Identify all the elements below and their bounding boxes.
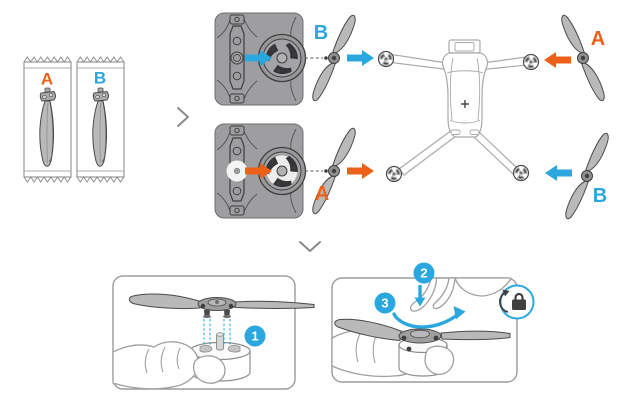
- motor-rear-right: [514, 166, 529, 182]
- pack-b-label: B: [93, 68, 107, 88]
- propeller-on-motor: [334, 318, 511, 344]
- step-1-badge: 1: [244, 325, 266, 347]
- chevron-down-icon: [299, 241, 321, 252]
- motor-closeup-unmarked: [214, 12, 307, 106]
- motor-front-right: [524, 55, 539, 71]
- motor-front-left: [379, 52, 394, 68]
- holding-hand: [112, 341, 226, 390]
- motor-mount-marked: [257, 146, 307, 196]
- front-right-arrow-orange: [544, 52, 571, 68]
- rear-left-arrow-orange: [347, 163, 374, 179]
- prop-b-rear-right-label: B: [592, 185, 608, 207]
- rotate-arrow: [392, 306, 466, 329]
- step-2-badge: 2: [413, 262, 435, 284]
- instruction-panel-lock: [331, 277, 535, 383]
- motor-closeup-marked: [214, 123, 307, 219]
- propeller-above-motor: [128, 293, 315, 319]
- drone-top-view: [379, 39, 539, 183]
- instruction-panel-align: [112, 275, 315, 390]
- motor-rear-left: [387, 167, 402, 183]
- pressing-hand: [409, 277, 512, 312]
- rear-right-arrow-blue: [545, 165, 572, 181]
- chevron-right-icon: [177, 107, 189, 127]
- pack-a-label: A: [40, 69, 54, 89]
- prop-a-front-right-label: A: [590, 28, 606, 50]
- step-3-badge: 3: [374, 292, 396, 314]
- alignment-dashes: [305, 57, 323, 172]
- press-down-arrow: [414, 285, 426, 307]
- front-left-arrow-blue: [347, 50, 374, 66]
- lock-icon: [499, 284, 535, 320]
- prop-a-rear-left-label: A: [314, 183, 330, 205]
- prop-b-front-left-label: B: [313, 22, 329, 44]
